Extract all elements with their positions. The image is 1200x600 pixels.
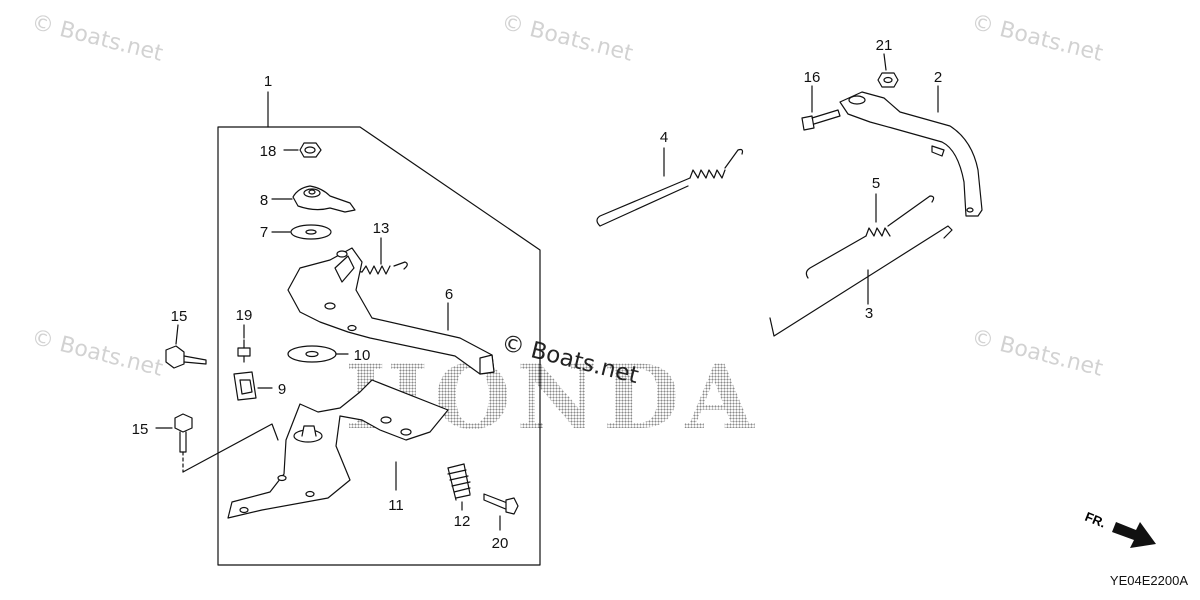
spring-rod-4 [596,148,744,227]
control-arm-2 [839,91,983,217]
diagram-code: YE04E2200A [1109,573,1188,588]
callout-13: 13 [373,220,390,237]
callout-7: 7 [260,224,268,241]
callout-11: 11 [388,497,404,514]
callout-5: 5 [872,175,880,192]
bracket-11 [227,379,449,519]
front-arrow-icon [1112,522,1156,548]
nut-21 [877,72,899,88]
callout-15-upper: 15 [171,308,188,325]
callout-19: 19 [236,307,253,324]
callout-21: 21 [876,37,893,54]
spring-rod-5 [805,195,935,279]
callout-20: 20 [492,535,509,552]
bolt-15-upper [165,345,207,369]
control-rod-3 [769,225,953,337]
callout-12: 12 [454,513,471,530]
front-label: FR. [1083,509,1108,531]
callout-15-lower: 15 [132,421,149,438]
lever-6 [287,247,495,375]
bolt-16 [801,109,841,131]
callout-8: 8 [260,192,268,209]
nut-18 [299,142,322,158]
callout-labels: 1 2 3 4 5 6 7 8 9 10 11 12 13 15 15 16 1… [132,37,943,552]
callout-2: 2 [934,69,942,86]
callout-18: 18 [260,143,277,160]
callout-6: 6 [445,286,453,303]
spring-12 [447,463,471,501]
washer-7 [290,224,332,240]
screw-19 [237,339,251,363]
callout-10: 10 [354,347,371,364]
callout-9: 9 [278,381,286,398]
washer-10 [287,345,337,363]
callout-1: 1 [264,73,272,90]
front-direction-indicator: FR. [1083,509,1156,548]
bolt-20 [483,493,519,515]
clip-9 [233,371,257,401]
callout-4: 4 [660,129,668,146]
assembly-outline [217,126,541,566]
plate-8 [292,185,356,213]
bolt-15-lower [174,413,193,473]
callout-16: 16 [804,69,821,86]
callout-3: 3 [865,305,873,322]
